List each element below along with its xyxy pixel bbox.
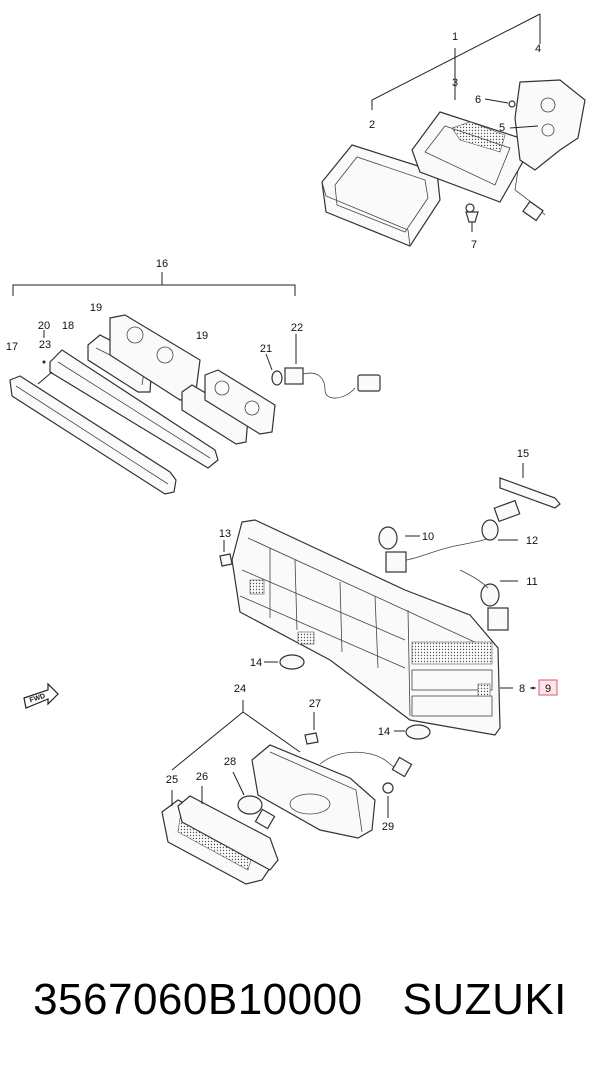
rear-lamp-housing-part <box>231 519 501 736</box>
screw-6-part <box>508 100 516 108</box>
callout-3: 3 <box>452 77 458 89</box>
callout-17: 17 <box>6 341 18 353</box>
housing-20-part <box>109 314 201 401</box>
bulb-21-part <box>271 370 283 386</box>
wire-15-part <box>499 463 561 509</box>
marker-housing-part <box>251 744 413 839</box>
callout-8: 8 <box>519 683 525 695</box>
callout-27: 27 <box>309 698 321 710</box>
gasket-19b-part <box>181 384 249 445</box>
callout-21: 21 <box>260 343 272 355</box>
callout-14b: 14 <box>378 726 390 738</box>
callout-11: 11 <box>526 576 537 588</box>
callout-26: 26 <box>196 771 208 783</box>
callout-29: 29 <box>382 821 394 833</box>
lamp-bracket-part <box>514 79 586 222</box>
callout-24: 24 <box>234 683 246 695</box>
callout-12: 12 <box>526 535 538 547</box>
rear-lamp-group: 13 14 14 15 10 11 12 8 9 <box>219 448 561 740</box>
callout-4: 4 <box>535 43 541 55</box>
socket-22-part <box>284 367 381 399</box>
callout-9: 9 <box>545 683 551 695</box>
nut-7-part <box>465 211 479 223</box>
screw-27-part <box>304 732 319 745</box>
callout-14a: 14 <box>250 657 262 669</box>
lamp-lens-part <box>321 144 441 247</box>
parts-diagram: 1 2 3 4 5 6 7 <box>6 13 586 885</box>
grommet-14a-part <box>279 654 305 670</box>
part-number: 3567060B10000 <box>33 975 363 1024</box>
callout-22: 22 <box>291 322 303 334</box>
housing-right-part <box>204 369 276 435</box>
lens-18-part <box>49 349 219 469</box>
callout-19b: 19 <box>196 330 208 342</box>
caption-bar: 3567060B10000 SUZUKI <box>0 960 600 1040</box>
fwd-arrow-icon: FWD <box>23 682 59 709</box>
high-mount-lamp-group: 1 2 3 4 5 6 7 <box>321 13 586 251</box>
nut-29-part <box>382 782 394 794</box>
bulb-10-part <box>378 526 496 573</box>
highlight-box-9 <box>538 679 558 696</box>
brand-name: SUZUKI <box>402 975 567 1024</box>
callout-15: 15 <box>517 448 529 460</box>
screw-13-part <box>219 553 233 567</box>
fwd-label: FWD <box>29 693 46 705</box>
callout-28: 28 <box>224 756 236 768</box>
side-marker-group: 24 25 26 27 28 29 <box>161 683 413 885</box>
callout-1: 1 <box>452 31 458 43</box>
callout-16: 16 <box>156 258 168 270</box>
callout-19a: 19 <box>90 302 102 314</box>
callout-6: 6 <box>475 94 481 106</box>
gasket-19a-part <box>87 334 153 393</box>
callout-18: 18 <box>62 320 74 332</box>
marker-gasket-part <box>177 795 279 871</box>
callout-2: 2 <box>369 119 375 131</box>
callout-5: 5 <box>499 122 505 134</box>
license-lamp-group: 16 17 18 19 19 20 21 22 23 <box>6 258 381 495</box>
callout-20: 20 <box>38 320 50 332</box>
socket-12-part <box>481 499 521 541</box>
callout-23: 23 <box>39 339 51 351</box>
callout-10: 10 <box>422 531 434 543</box>
lamp-housing-part <box>411 111 526 203</box>
seal-17-part <box>9 375 177 495</box>
bulb-28-part <box>232 771 276 830</box>
callout-25: 25 <box>166 774 178 786</box>
bulb-11-part <box>459 569 518 631</box>
grommet-14b-part <box>405 724 431 740</box>
callout-7: 7 <box>471 239 477 251</box>
callout-13: 13 <box>219 528 231 540</box>
